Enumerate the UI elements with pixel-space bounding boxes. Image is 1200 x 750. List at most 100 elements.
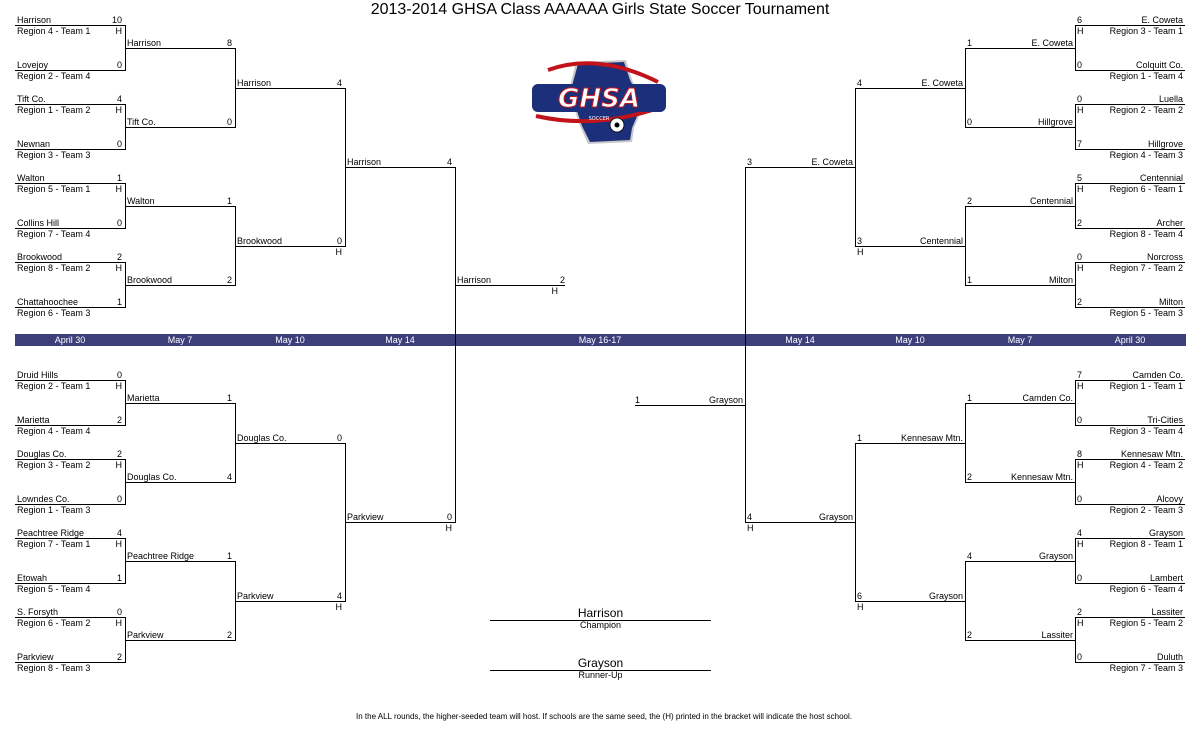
right-top-r1-seed: Region 8 - Team 4	[1109, 229, 1183, 239]
left-bottom-r1-team: S. Forsyth	[17, 607, 59, 617]
right-bottom-r1-line	[1075, 459, 1185, 460]
right-bottom-r2-line	[965, 640, 1075, 641]
left-bottom-r1-line	[15, 617, 125, 618]
right-bottom-r1-line	[1075, 504, 1185, 505]
right-top-r1-score: 5	[1077, 173, 1083, 183]
left-bottom-r1-seed: Region 7 - Team 1	[17, 539, 91, 549]
right-bottom-r1-line	[1075, 425, 1185, 426]
right-top-r3-team: Centennial	[919, 236, 963, 246]
left-bottom-r2-team: Marietta	[127, 393, 160, 403]
right-top-r1-seed: Region 2 - Team 2	[1109, 105, 1183, 115]
final-left-host: H	[551, 286, 559, 296]
right-top-r2-team: Centennial	[1029, 196, 1073, 206]
right-bottom-r2-score: 2	[967, 630, 973, 640]
round-date: May 14	[385, 335, 415, 345]
left-top-r2-line	[125, 127, 235, 128]
right-bottom-r1-seed: Region 2 - Team 3	[1109, 505, 1183, 515]
right-top-r1-team: Hillgrove	[1147, 139, 1183, 149]
date-band	[15, 334, 1186, 346]
left-bottom-r1-team: Douglas Co.	[17, 449, 67, 459]
final-left-team: Harrison	[457, 275, 492, 285]
left-top-r3-line	[235, 88, 345, 89]
left-bottom-r1-line	[15, 380, 125, 381]
left-top-r1-host: H	[115, 105, 123, 115]
right-top-r1-team: Norcross	[1146, 252, 1183, 262]
left-top-r2-team: Brookwood	[127, 275, 173, 285]
right-bottom-r1-seed: Region 8 - Team 1	[1109, 539, 1183, 549]
left-bottom-r2-score: 1	[226, 551, 232, 561]
left-bottom-r1-score: 2	[116, 652, 122, 662]
left-bottom-r2-line	[125, 640, 235, 641]
left-top-r4-score: 4	[446, 157, 452, 167]
left-top-r2-team: Harrison	[127, 38, 162, 48]
right-bottom-r3-team: Grayson	[928, 591, 963, 601]
left-bottom-r1-seed: Region 8 - Team 3	[17, 663, 91, 673]
left-bottom-r1-line	[15, 425, 125, 426]
left-bottom-r4-score: 0	[446, 512, 452, 522]
right-bottom-r1-host: H	[1077, 460, 1084, 470]
left-top-r2-score: 1	[226, 196, 232, 206]
right-top-r1-seed: Region 5 - Team 3	[1109, 308, 1183, 318]
right-top-r1-score: 7	[1077, 139, 1083, 149]
right-top-r2-line	[965, 206, 1075, 207]
right-bottom-r1-score: 7	[1077, 370, 1083, 380]
right-bottom-r2-connector	[965, 403, 966, 483]
footnote: In the ALL rounds, the higher-seeded tea…	[356, 712, 852, 721]
right-top-r1-seed: Region 1 - Team 4	[1109, 71, 1183, 81]
left-top-r1-line	[15, 149, 125, 150]
right-top-r2-connector	[965, 48, 966, 128]
right-bottom-r1-score: 0	[1077, 573, 1083, 583]
right-top-r3-score: 3	[857, 236, 863, 246]
left-bottom-r2-score: 4	[226, 472, 232, 482]
left-top-r2-line	[125, 48, 235, 49]
right-top-r1-connector	[1075, 25, 1076, 71]
right-bottom-r1-score: 8	[1077, 449, 1083, 459]
runner-up-label: Runner-Up	[578, 670, 623, 680]
right-top-r1-connector	[1075, 104, 1076, 150]
left-bottom-r1-score: 2	[116, 415, 122, 425]
left-bottom-r2-team: Peachtree Ridge	[127, 551, 195, 561]
right-bottom-r1-host: H	[1077, 539, 1084, 549]
right-top-r1-score: 0	[1077, 252, 1083, 262]
right-top-r3-connector	[855, 88, 856, 247]
right-bottom-r1-team: Lassiter	[1151, 607, 1183, 617]
left-bottom-r3-score: 0	[336, 433, 342, 443]
right-bottom-r1-team: Tri-Cities	[1147, 415, 1183, 425]
right-bottom-r1-connector	[1075, 459, 1076, 505]
left-top-r2-score: 2	[226, 275, 232, 285]
left-top-r1-team: Brookwood	[17, 252, 63, 262]
right-bottom-r2-score: 2	[967, 472, 973, 482]
round-date: May 14	[785, 335, 815, 345]
left-top-r1-seed: Region 4 - Team 1	[17, 26, 91, 36]
left-top-r1-line	[15, 307, 125, 308]
left-bottom-r2-line	[125, 403, 235, 404]
right-top-r3-host: H	[857, 247, 864, 257]
final-left-score: 2	[559, 275, 565, 285]
right-bottom-r3-score: 1	[857, 433, 863, 443]
right-top-r1-seed: Region 6 - Team 1	[1109, 184, 1183, 194]
right-bottom-r3-team: Kennesaw Mtn.	[900, 433, 963, 443]
right-bottom-r2-team: Camden Co.	[1022, 393, 1073, 403]
right-top-r1-team: Milton	[1158, 297, 1183, 307]
right-top-r1-line	[1075, 25, 1185, 26]
right-top-r1-connector	[1075, 183, 1076, 229]
left-top-r1-team: Walton	[17, 173, 45, 183]
right-top-r2-team: Milton	[1048, 275, 1073, 285]
right-bottom-r1-seed: Region 3 - Team 4	[1109, 426, 1183, 436]
logo-wordmark: GHSA	[558, 84, 640, 114]
left-bottom-r3-host: H	[335, 602, 343, 612]
right-top-r1-host: H	[1077, 263, 1084, 273]
right-top-r1-line	[1075, 149, 1185, 150]
right-top-r1-seed: Region 7 - Team 2	[1109, 263, 1183, 273]
right-top-r2-team: Hillgrove	[1037, 117, 1073, 127]
left-top-r1-line	[15, 183, 125, 184]
right-bottom-r1-score: 0	[1077, 415, 1083, 425]
left-top-r1-score: 0	[116, 218, 122, 228]
left-bottom-r2-line	[125, 561, 235, 562]
right-top-r4-team: E. Coweta	[811, 157, 853, 167]
left-top-r1-team: Collins Hill	[17, 218, 60, 228]
round-date: May 7	[167, 335, 193, 345]
left-bottom-r2-score: 1	[226, 393, 232, 403]
right-semifinal-connector	[745, 167, 746, 523]
